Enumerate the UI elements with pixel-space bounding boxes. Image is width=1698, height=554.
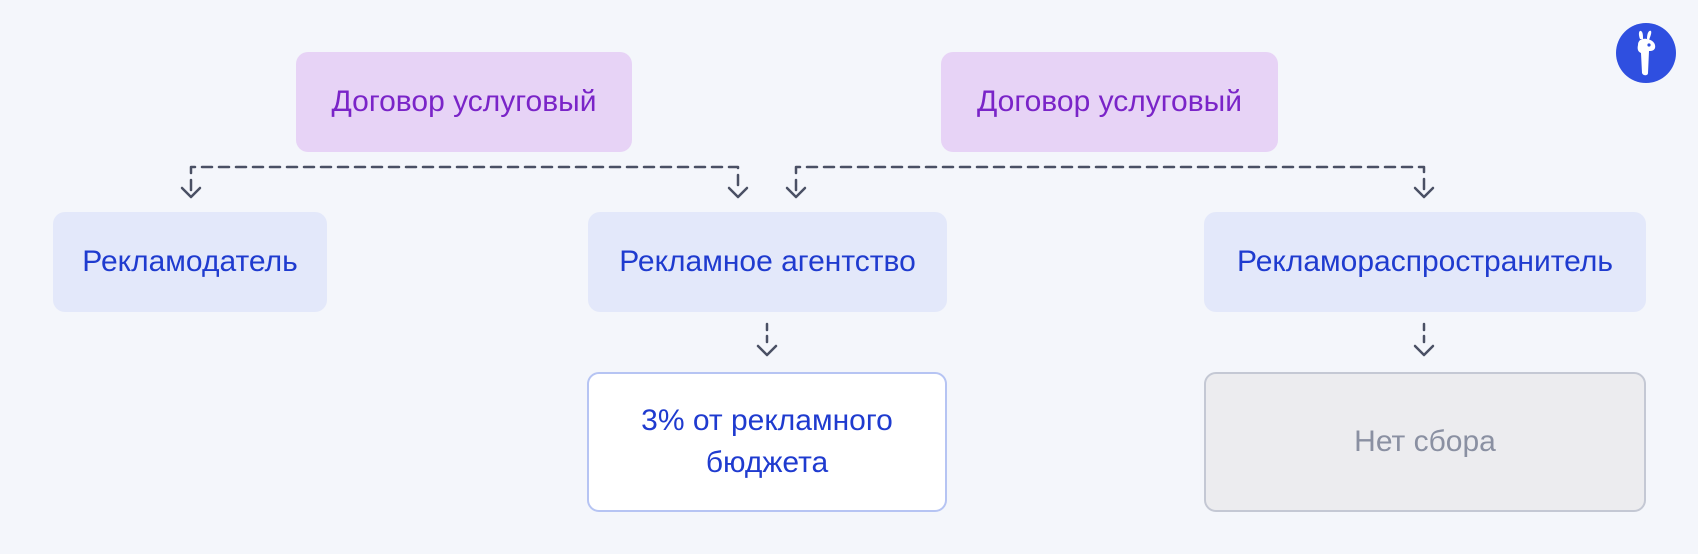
left-contract-connector xyxy=(189,165,740,192)
agency-label: Рекламное агентство xyxy=(619,245,916,278)
fee-box-agency: 3% от рекламного бюджета xyxy=(587,372,947,512)
advertiser-label: Рекламодатель xyxy=(82,245,298,278)
arrowhead-agency-fee xyxy=(756,344,778,357)
arrowhead-agency-left xyxy=(727,186,749,199)
distributor-fee-label: Нет сбора xyxy=(1354,425,1496,458)
arrowhead-distributor-fee xyxy=(1413,344,1435,357)
party-box-agency: Рекламное агентство xyxy=(588,212,947,312)
distributor-label: Рекламораспространитель xyxy=(1237,245,1613,278)
arrowhead-distributor xyxy=(1413,186,1435,199)
contract-label-right: Договор услуговый xyxy=(976,85,1242,118)
fee-box-distributor: Нет сбора xyxy=(1204,372,1646,512)
arrowhead-agency-right xyxy=(785,186,807,199)
party-box-distributor: Рекламораспространитель xyxy=(1204,212,1646,312)
contract-box-right: Договор услуговый xyxy=(941,52,1278,152)
contract-box-left: Договор услуговый xyxy=(296,52,632,152)
arrowhead-advertiser xyxy=(180,186,202,199)
contract-label-left: Договор услуговый xyxy=(331,85,597,118)
party-box-advertiser: Рекламодатель xyxy=(53,212,327,312)
agency-fee-label: 3% от рекламного бюджета xyxy=(641,404,893,479)
llama-logo-icon xyxy=(1616,23,1676,83)
right-contract-connector xyxy=(794,165,1426,192)
